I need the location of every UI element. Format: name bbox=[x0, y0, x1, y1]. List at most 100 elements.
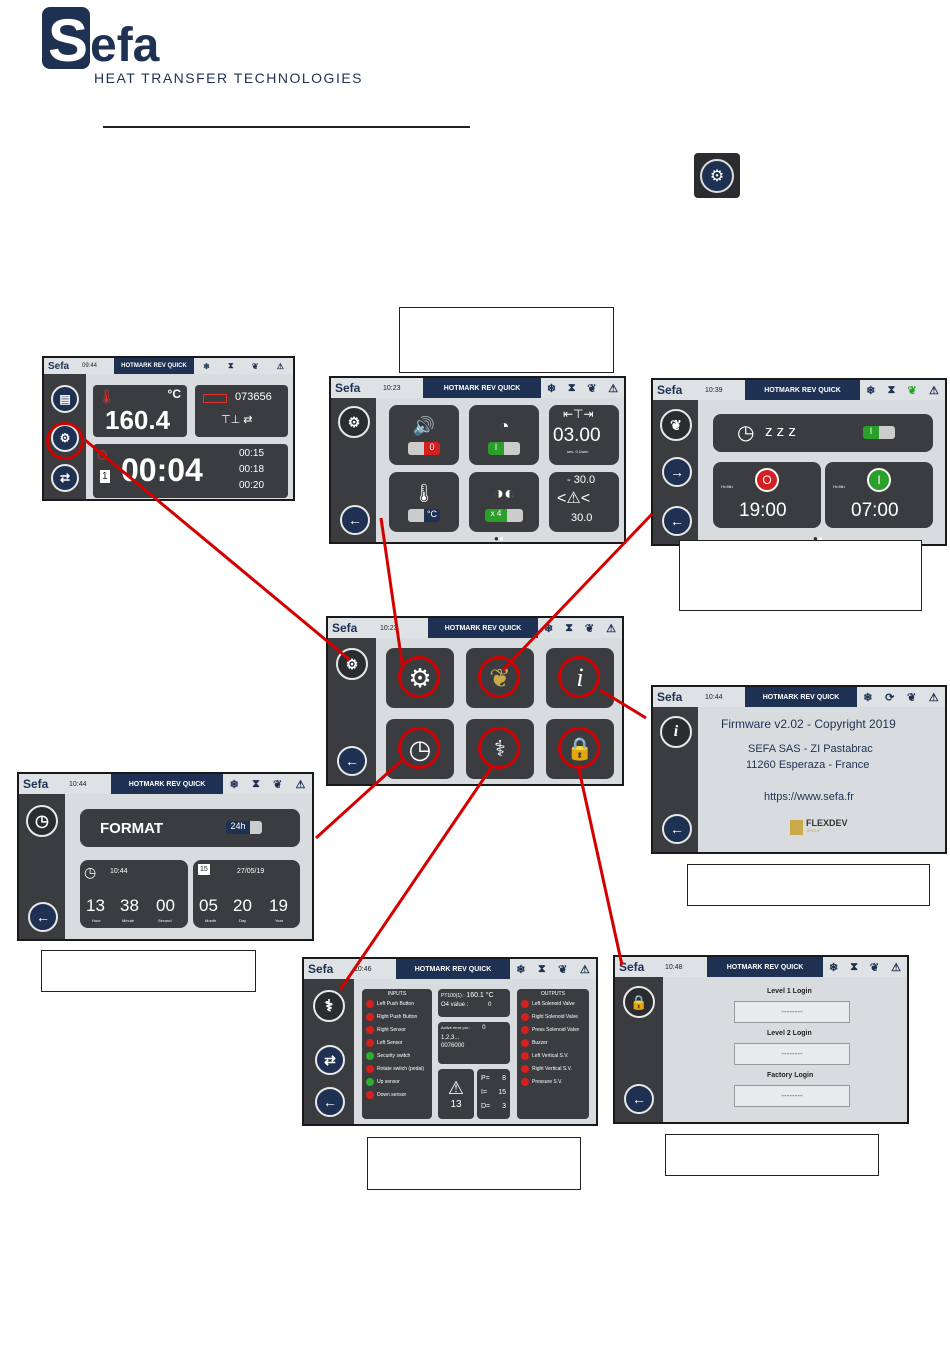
sleep-tile[interactable]: ◷ z z z I bbox=[713, 414, 933, 452]
time-label: 10:48 bbox=[665, 963, 683, 971]
hhmm-label: Hr:Min bbox=[833, 484, 845, 489]
tolerance-bottom: 30.0 bbox=[571, 512, 593, 524]
sleep-label: z z z bbox=[765, 423, 796, 440]
output-row: Left Vertical S.V. bbox=[521, 1050, 585, 1063]
format-value: 24h bbox=[226, 821, 250, 834]
status-led bbox=[366, 1025, 374, 1034]
address-text: 11260 Esperaza - France bbox=[746, 759, 870, 771]
outputs-title: OUTPUTS bbox=[541, 991, 565, 997]
lock-button[interactable]: 🔒 bbox=[623, 986, 655, 1018]
input-row: Down sensor bbox=[366, 1089, 428, 1102]
settings-button[interactable]: ⚙ bbox=[336, 648, 368, 680]
website-link[interactable]: https://www.sefa.fr bbox=[764, 791, 854, 803]
swap-button[interactable]: ⇄ bbox=[51, 464, 79, 492]
timer-value: 00:04 bbox=[121, 452, 203, 488]
book-button[interactable]: ▤ bbox=[51, 385, 79, 413]
input-row: Left Push Button bbox=[366, 998, 428, 1011]
company-text: SEFA SAS - ZI Pastabrac bbox=[748, 743, 873, 755]
output-row: Pressure S.V. bbox=[521, 1076, 585, 1089]
sound-toggle[interactable]: 0 bbox=[424, 441, 440, 455]
status-led bbox=[521, 1051, 529, 1060]
sound-tile[interactable]: 🔊 0 bbox=[389, 405, 459, 465]
level2-input[interactable]: -------- bbox=[734, 1043, 850, 1065]
date-tile[interactable]: 15 27/05/19 05 20 19 Month Day Year bbox=[193, 860, 300, 928]
on-time-tile[interactable]: Hr:Min I 07:00 bbox=[825, 462, 933, 528]
login-screen: Sefa 10:48 HOTMARK REV QUICK ❄⧗❦⚠ 🔒 ← Le… bbox=[613, 955, 909, 1124]
unit-toggle[interactable]: °C bbox=[424, 508, 440, 522]
time-label: 10:23 bbox=[380, 624, 398, 632]
format-toggle[interactable]: 24h bbox=[226, 821, 262, 834]
back-button[interactable]: ← bbox=[662, 814, 692, 844]
pie-icon: ◑◐ bbox=[493, 482, 515, 503]
warning-icon: ⚠ bbox=[579, 963, 590, 976]
next-button[interactable]: → bbox=[662, 457, 692, 487]
clock-button[interactable]: ◷ bbox=[26, 805, 58, 837]
temp-unit: °C bbox=[167, 387, 181, 401]
settings-button[interactable]: ⚙ bbox=[338, 406, 370, 438]
temp-unit-tile[interactable]: 🌡 °C bbox=[389, 472, 459, 532]
speaker-icon: 🔊 bbox=[412, 415, 436, 436]
sleep-toggle[interactable]: I bbox=[863, 426, 895, 439]
swap-button[interactable]: ⇄ bbox=[315, 1045, 345, 1075]
pressure-unit: sec. 0.1/sec bbox=[567, 449, 589, 454]
eco-button[interactable]: ❦ bbox=[660, 409, 692, 441]
input-row: Security switch bbox=[366, 1050, 428, 1063]
settings-gears-icon: ⚙ bbox=[694, 153, 740, 198]
status-led bbox=[521, 999, 529, 1008]
d-value: 3 bbox=[502, 1103, 506, 1110]
level1-input[interactable]: -------- bbox=[734, 1001, 850, 1023]
back-button[interactable]: ← bbox=[662, 506, 692, 536]
outputs-panel: OUTPUTS Left Solenoid Valve Right Soleno… bbox=[517, 989, 589, 1119]
sefa-logo: S efa bbox=[40, 5, 370, 90]
back-button[interactable]: ← bbox=[337, 746, 367, 776]
off-button[interactable]: O bbox=[755, 468, 779, 492]
time-tile[interactable]: ◷ 10:44 13 38 00 Hour Minute Second bbox=[80, 860, 188, 928]
format-tile[interactable]: FORMAT 24h bbox=[80, 809, 300, 847]
pressure-tile[interactable]: ⇤⊤⇥ 03.00 sec. 0.1/sec bbox=[549, 405, 619, 465]
time-label: 10:44 bbox=[705, 693, 723, 701]
factory-input[interactable]: -------- bbox=[734, 1085, 850, 1107]
tolerance-tile[interactable]: - 30.0 <⚠< 30.0 bbox=[549, 472, 619, 532]
back-button[interactable]: ← bbox=[28, 902, 58, 932]
hourglass-icon: ⧗ bbox=[567, 381, 576, 394]
warning-icon: ⚠ bbox=[928, 384, 939, 397]
partner-sub: GROUP bbox=[806, 828, 821, 833]
time-label: 10:39 bbox=[705, 386, 723, 394]
timer-panel: ◷ 1 00:04 00:15 00:18 00:20 bbox=[93, 444, 288, 498]
timer-icon: ◷ bbox=[97, 447, 108, 461]
input-row: Up sensor bbox=[366, 1076, 428, 1089]
warning-icon: ⚠ bbox=[276, 361, 284, 371]
highlight-circle bbox=[478, 656, 520, 698]
month-label: Month bbox=[205, 918, 217, 923]
status-led bbox=[366, 1051, 374, 1060]
hour-label: Hour bbox=[92, 918, 101, 923]
svg-text:efa: efa bbox=[90, 19, 160, 72]
back-button[interactable]: ← bbox=[315, 1087, 345, 1117]
back-button[interactable]: ← bbox=[340, 505, 370, 535]
leaf-icon: ❦ bbox=[907, 384, 917, 397]
hourglass-icon: ⧗ bbox=[252, 777, 260, 790]
status-led bbox=[521, 1012, 529, 1021]
off-time-value: 19:00 bbox=[739, 500, 787, 521]
info-button[interactable]: i bbox=[660, 716, 692, 748]
off-time-tile[interactable]: Hr:Min O 19:00 bbox=[713, 462, 821, 528]
diagnostic-button[interactable]: ⚕ bbox=[313, 990, 345, 1022]
warning-icon: ⚠ bbox=[891, 961, 901, 974]
o4-label: O4 value : bbox=[441, 1002, 469, 1008]
second-label: Second bbox=[158, 918, 172, 923]
timer-sound-tile[interactable]: ◔ I bbox=[469, 405, 539, 465]
multi-tile[interactable]: ◑◐ x 4 bbox=[469, 472, 539, 532]
warning-icon: ⚠ bbox=[928, 691, 939, 704]
hourglass-icon: ⧗ bbox=[565, 621, 573, 634]
highlight-circle bbox=[558, 656, 600, 698]
multiplier-toggle[interactable]: x 4 bbox=[485, 508, 507, 522]
on-button[interactable]: I bbox=[867, 468, 891, 492]
back-button[interactable]: ← bbox=[624, 1084, 654, 1114]
output-row: Left Solenoid Valve bbox=[521, 998, 585, 1011]
sefa-logo-mark: S efa bbox=[42, 7, 160, 74]
thermometer-icon: 🌡 bbox=[98, 388, 116, 404]
warning-icon: ⚠ bbox=[447, 1078, 465, 1098]
status-led bbox=[366, 1038, 374, 1047]
status-led bbox=[366, 1012, 374, 1021]
hourglass-icon: ⧗ bbox=[850, 960, 858, 973]
